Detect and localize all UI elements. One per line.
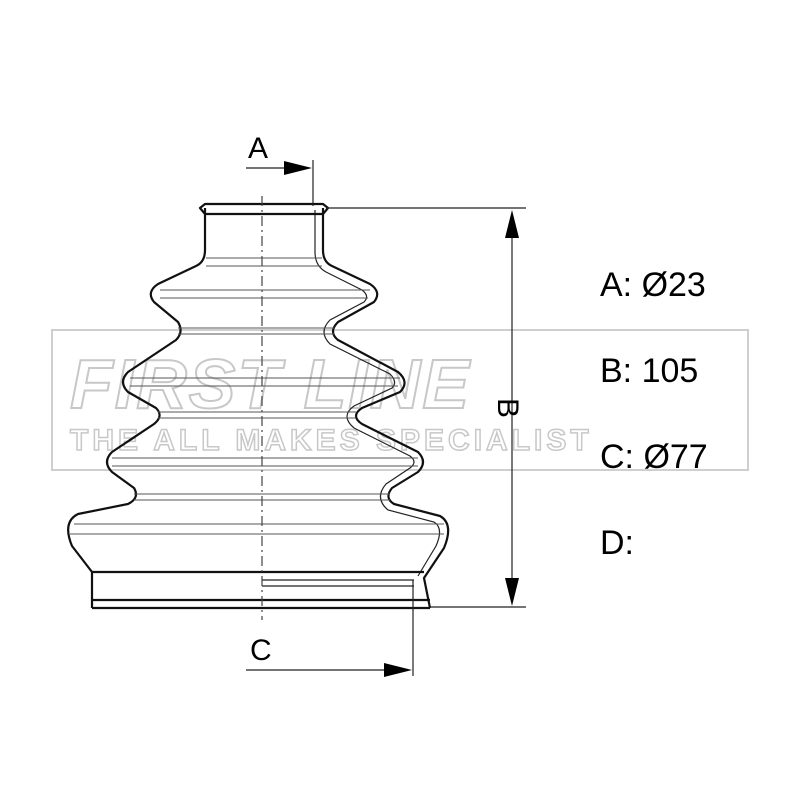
dimension-b-arrowhead-bottom bbox=[505, 578, 519, 606]
spec-b: B: 105 bbox=[600, 352, 698, 390]
spec-d: D: bbox=[600, 524, 634, 562]
dimension-a-arrowhead bbox=[284, 161, 312, 175]
watermark-brand: FIRST LINE bbox=[70, 345, 471, 423]
watermark-tagline: THE ALL MAKES SPECIALIST bbox=[70, 424, 593, 457]
dimension-a-label: A bbox=[248, 132, 268, 165]
dimension-b-arrowhead-top bbox=[505, 210, 519, 238]
boot-right-inner bbox=[314, 210, 441, 577]
dimension-b-label: B bbox=[491, 398, 524, 418]
dimension-b: B bbox=[326, 207, 526, 608]
dimension-c: C bbox=[246, 580, 414, 677]
boot-body bbox=[67, 196, 450, 620]
dimension-c-label: C bbox=[250, 634, 272, 667]
dimension-a: A bbox=[246, 132, 314, 206]
boot-left-profile bbox=[67, 208, 207, 608]
watermark-frame bbox=[51, 329, 749, 471]
boot-top-collar bbox=[198, 202, 330, 216]
boot-bottom-collar bbox=[92, 570, 430, 610]
spec-list: A: Ø23 B: 105 C: Ø77 D: bbox=[600, 266, 708, 562]
boot-right-profile bbox=[321, 208, 450, 609]
boot-ribs bbox=[70, 257, 444, 535]
spec-a: A: Ø23 bbox=[600, 266, 706, 304]
dimension-c-arrowhead bbox=[384, 663, 412, 677]
spec-c: C: Ø77 bbox=[600, 438, 708, 476]
